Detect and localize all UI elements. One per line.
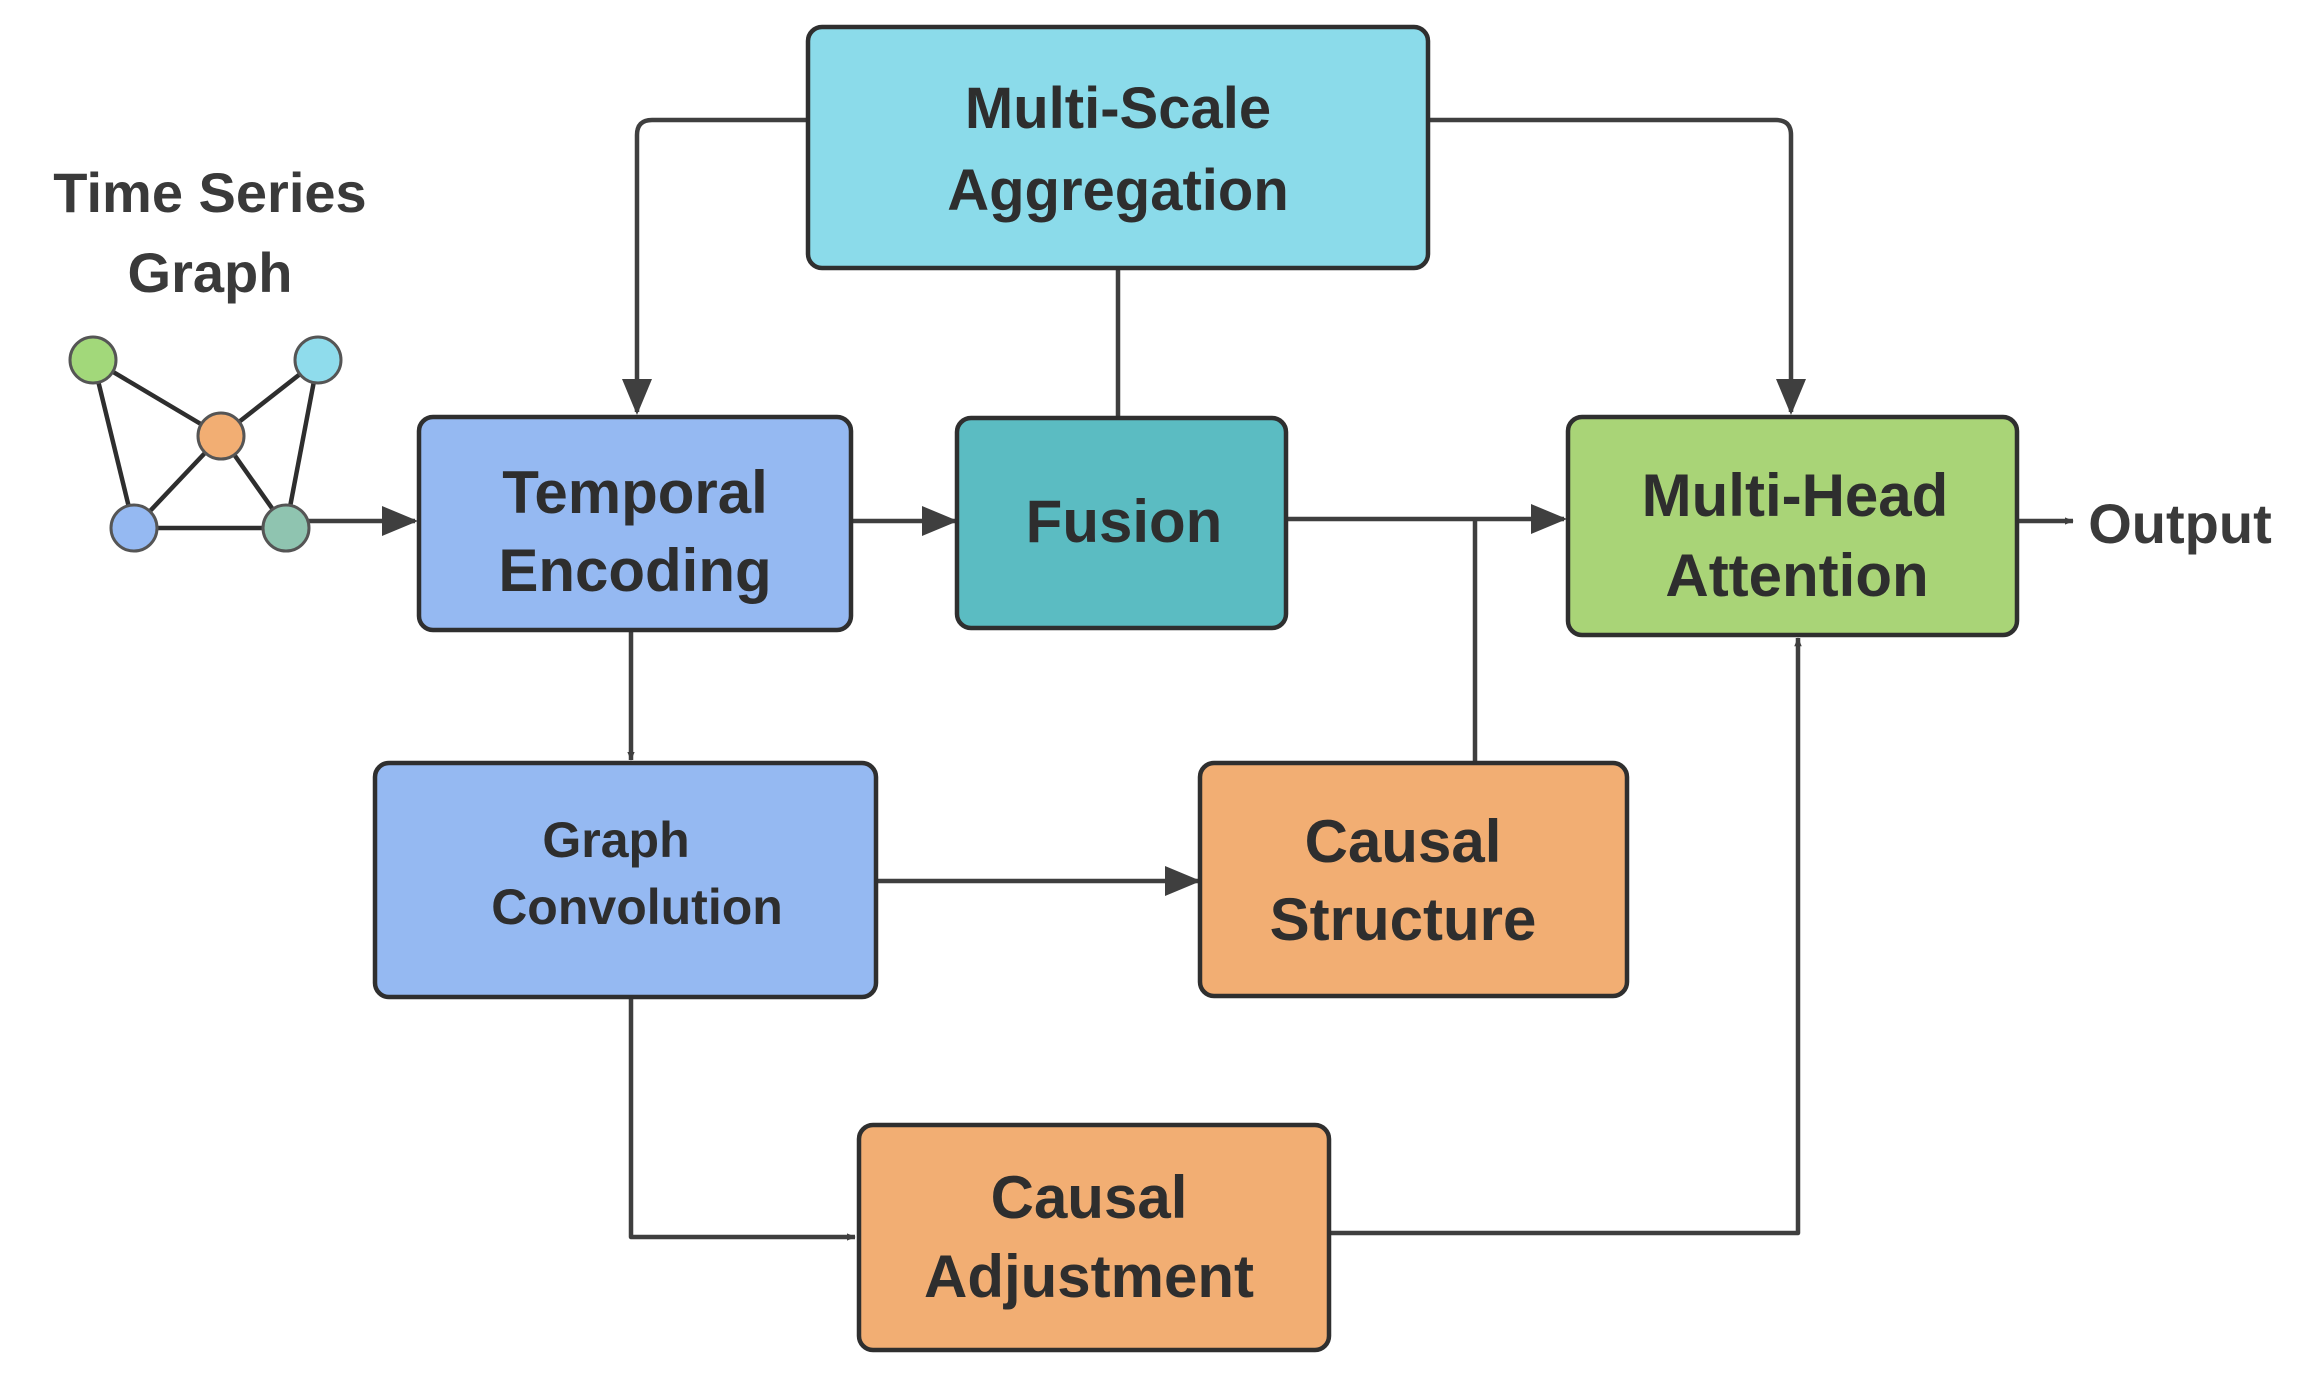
arrow-multiscale-to-temporal bbox=[622, 117, 808, 415]
causal-adjustment-label-line2: Adjustment bbox=[924, 1243, 1254, 1310]
graph-edge bbox=[283, 359, 321, 529]
temporal-encoding-label-line1: Temporal bbox=[502, 459, 768, 526]
temporal-encoding-box: Temporal Encoding bbox=[416, 414, 854, 633]
arrow-causaladjustment-to-multihead bbox=[1330, 637, 1802, 1236]
time-series-graph-icon bbox=[68, 335, 343, 553]
multi-head-attention-box: Multi-Head Attention bbox=[1565, 414, 2020, 638]
multi-scale-label-line2: Aggregation bbox=[947, 158, 1289, 223]
graph-node-teal bbox=[261, 503, 311, 553]
causal-structure-box: Causal Structure bbox=[1197, 760, 1630, 999]
temporal-encoding-label-line2: Encoding bbox=[498, 537, 771, 604]
multi-scale-label-line1: Multi-Scale bbox=[965, 76, 1271, 141]
fusion-label: Fusion bbox=[1026, 488, 1223, 555]
multi-scale-aggregation-box: Multi-Scale Aggregation bbox=[805, 24, 1431, 271]
arrow-multiscale-to-multihead bbox=[1428, 117, 1806, 415]
causal-adjustment-box: Causal Adjustment bbox=[856, 1122, 1332, 1353]
graph-node-cyan bbox=[293, 335, 343, 385]
graph-convolution-box: Graph Convolution bbox=[372, 760, 879, 1000]
multi-head-label-line2: Attention bbox=[1665, 542, 1928, 609]
causal-structure-label-line2: Structure bbox=[1270, 886, 1537, 953]
graph-convolution-label-line2: Convolution bbox=[491, 879, 783, 935]
graph-convolution-label-line1: Graph bbox=[542, 812, 689, 868]
graph-edge bbox=[90, 359, 137, 529]
causal-structure-label-line1: Causal bbox=[1305, 808, 1502, 875]
input-title-line1: Time Series bbox=[53, 161, 366, 224]
fusion-box: Fusion bbox=[954, 415, 1289, 631]
multi-head-label-line1: Multi-Head bbox=[1642, 462, 1949, 529]
causal-adjustment-label-line1: Causal bbox=[991, 1164, 1188, 1231]
output-label: Output bbox=[2088, 492, 2271, 555]
graph-node-blue bbox=[109, 503, 159, 553]
graph-edge bbox=[91, 358, 223, 438]
graph-node-orange bbox=[196, 411, 246, 461]
input-title-line2: Graph bbox=[128, 241, 293, 304]
arrow-graphconv-to-causaladjustment bbox=[628, 997, 856, 1241]
graph-node-green bbox=[68, 335, 118, 385]
